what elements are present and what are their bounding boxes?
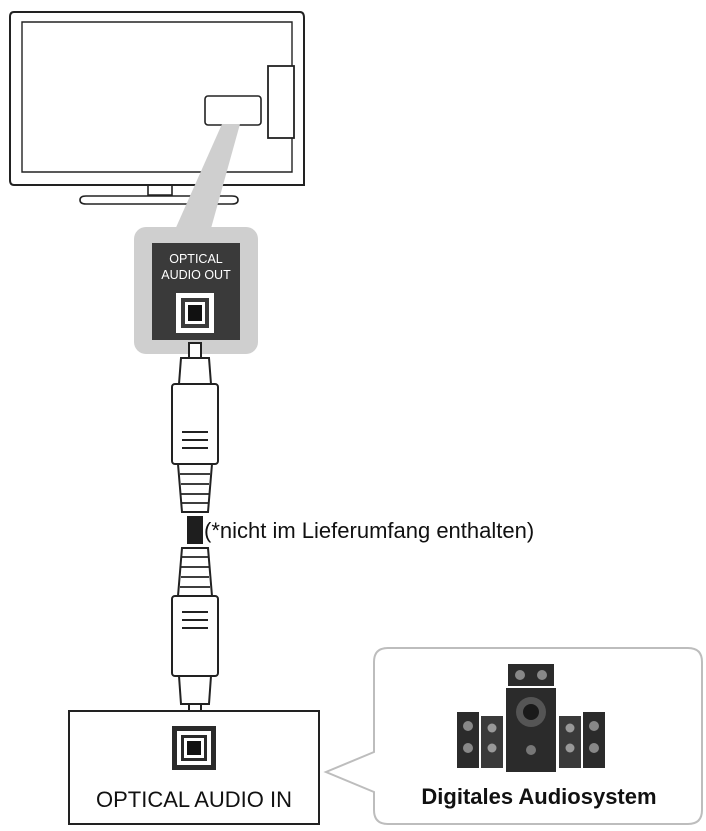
center-speaker-icon xyxy=(508,664,554,686)
tv-port-area xyxy=(204,95,262,126)
tv-side-panel xyxy=(267,65,295,139)
tv-stand-neck xyxy=(147,185,173,196)
port-label-line2: AUDIO OUT xyxy=(161,268,231,282)
cable-note: (*nicht im Lieferumfang enthalten) xyxy=(204,518,534,543)
upper-optical-plug xyxy=(171,342,219,513)
audio-system-callout: Digitales Audiosystem xyxy=(323,647,703,825)
lower-optical-plug xyxy=(171,547,219,719)
tv-illustration xyxy=(9,11,305,205)
right-rear-speaker-icon xyxy=(583,712,605,768)
port-label-line1: OPTICAL xyxy=(169,252,223,266)
upper-plug-grip-lines xyxy=(182,431,208,449)
optical-in-label: OPTICAL AUDIO IN xyxy=(96,787,292,812)
port-callout: OPTICAL AUDIO OUT xyxy=(134,124,258,354)
right-front-speaker-icon xyxy=(559,716,581,768)
left-front-speaker-icon xyxy=(481,716,503,768)
cable-segment xyxy=(187,516,203,544)
audio-system-label: Digitales Audiosystem xyxy=(421,784,656,809)
optical-out-jack-core xyxy=(188,305,202,321)
upper-plug-neck xyxy=(177,357,213,385)
lower-plug-grip-lines xyxy=(182,611,208,629)
tv-bezel-inner xyxy=(21,21,293,173)
speaker-set-icon xyxy=(457,664,605,772)
optical-in-device: OPTICAL AUDIO IN xyxy=(68,710,320,825)
lower-plug-boot xyxy=(176,547,214,597)
lower-boot-ridges xyxy=(180,556,210,588)
lower-plug-neck xyxy=(177,675,213,705)
lower-plug-body xyxy=(171,595,219,677)
callout-pointer xyxy=(174,124,240,232)
left-rear-speaker-icon xyxy=(457,712,479,768)
upper-plug-tip xyxy=(188,342,202,359)
upper-boot-ridges xyxy=(180,473,210,504)
upper-plug-boot xyxy=(176,463,214,513)
upper-plug-body xyxy=(171,383,219,465)
optical-in-jack-core xyxy=(187,741,201,755)
